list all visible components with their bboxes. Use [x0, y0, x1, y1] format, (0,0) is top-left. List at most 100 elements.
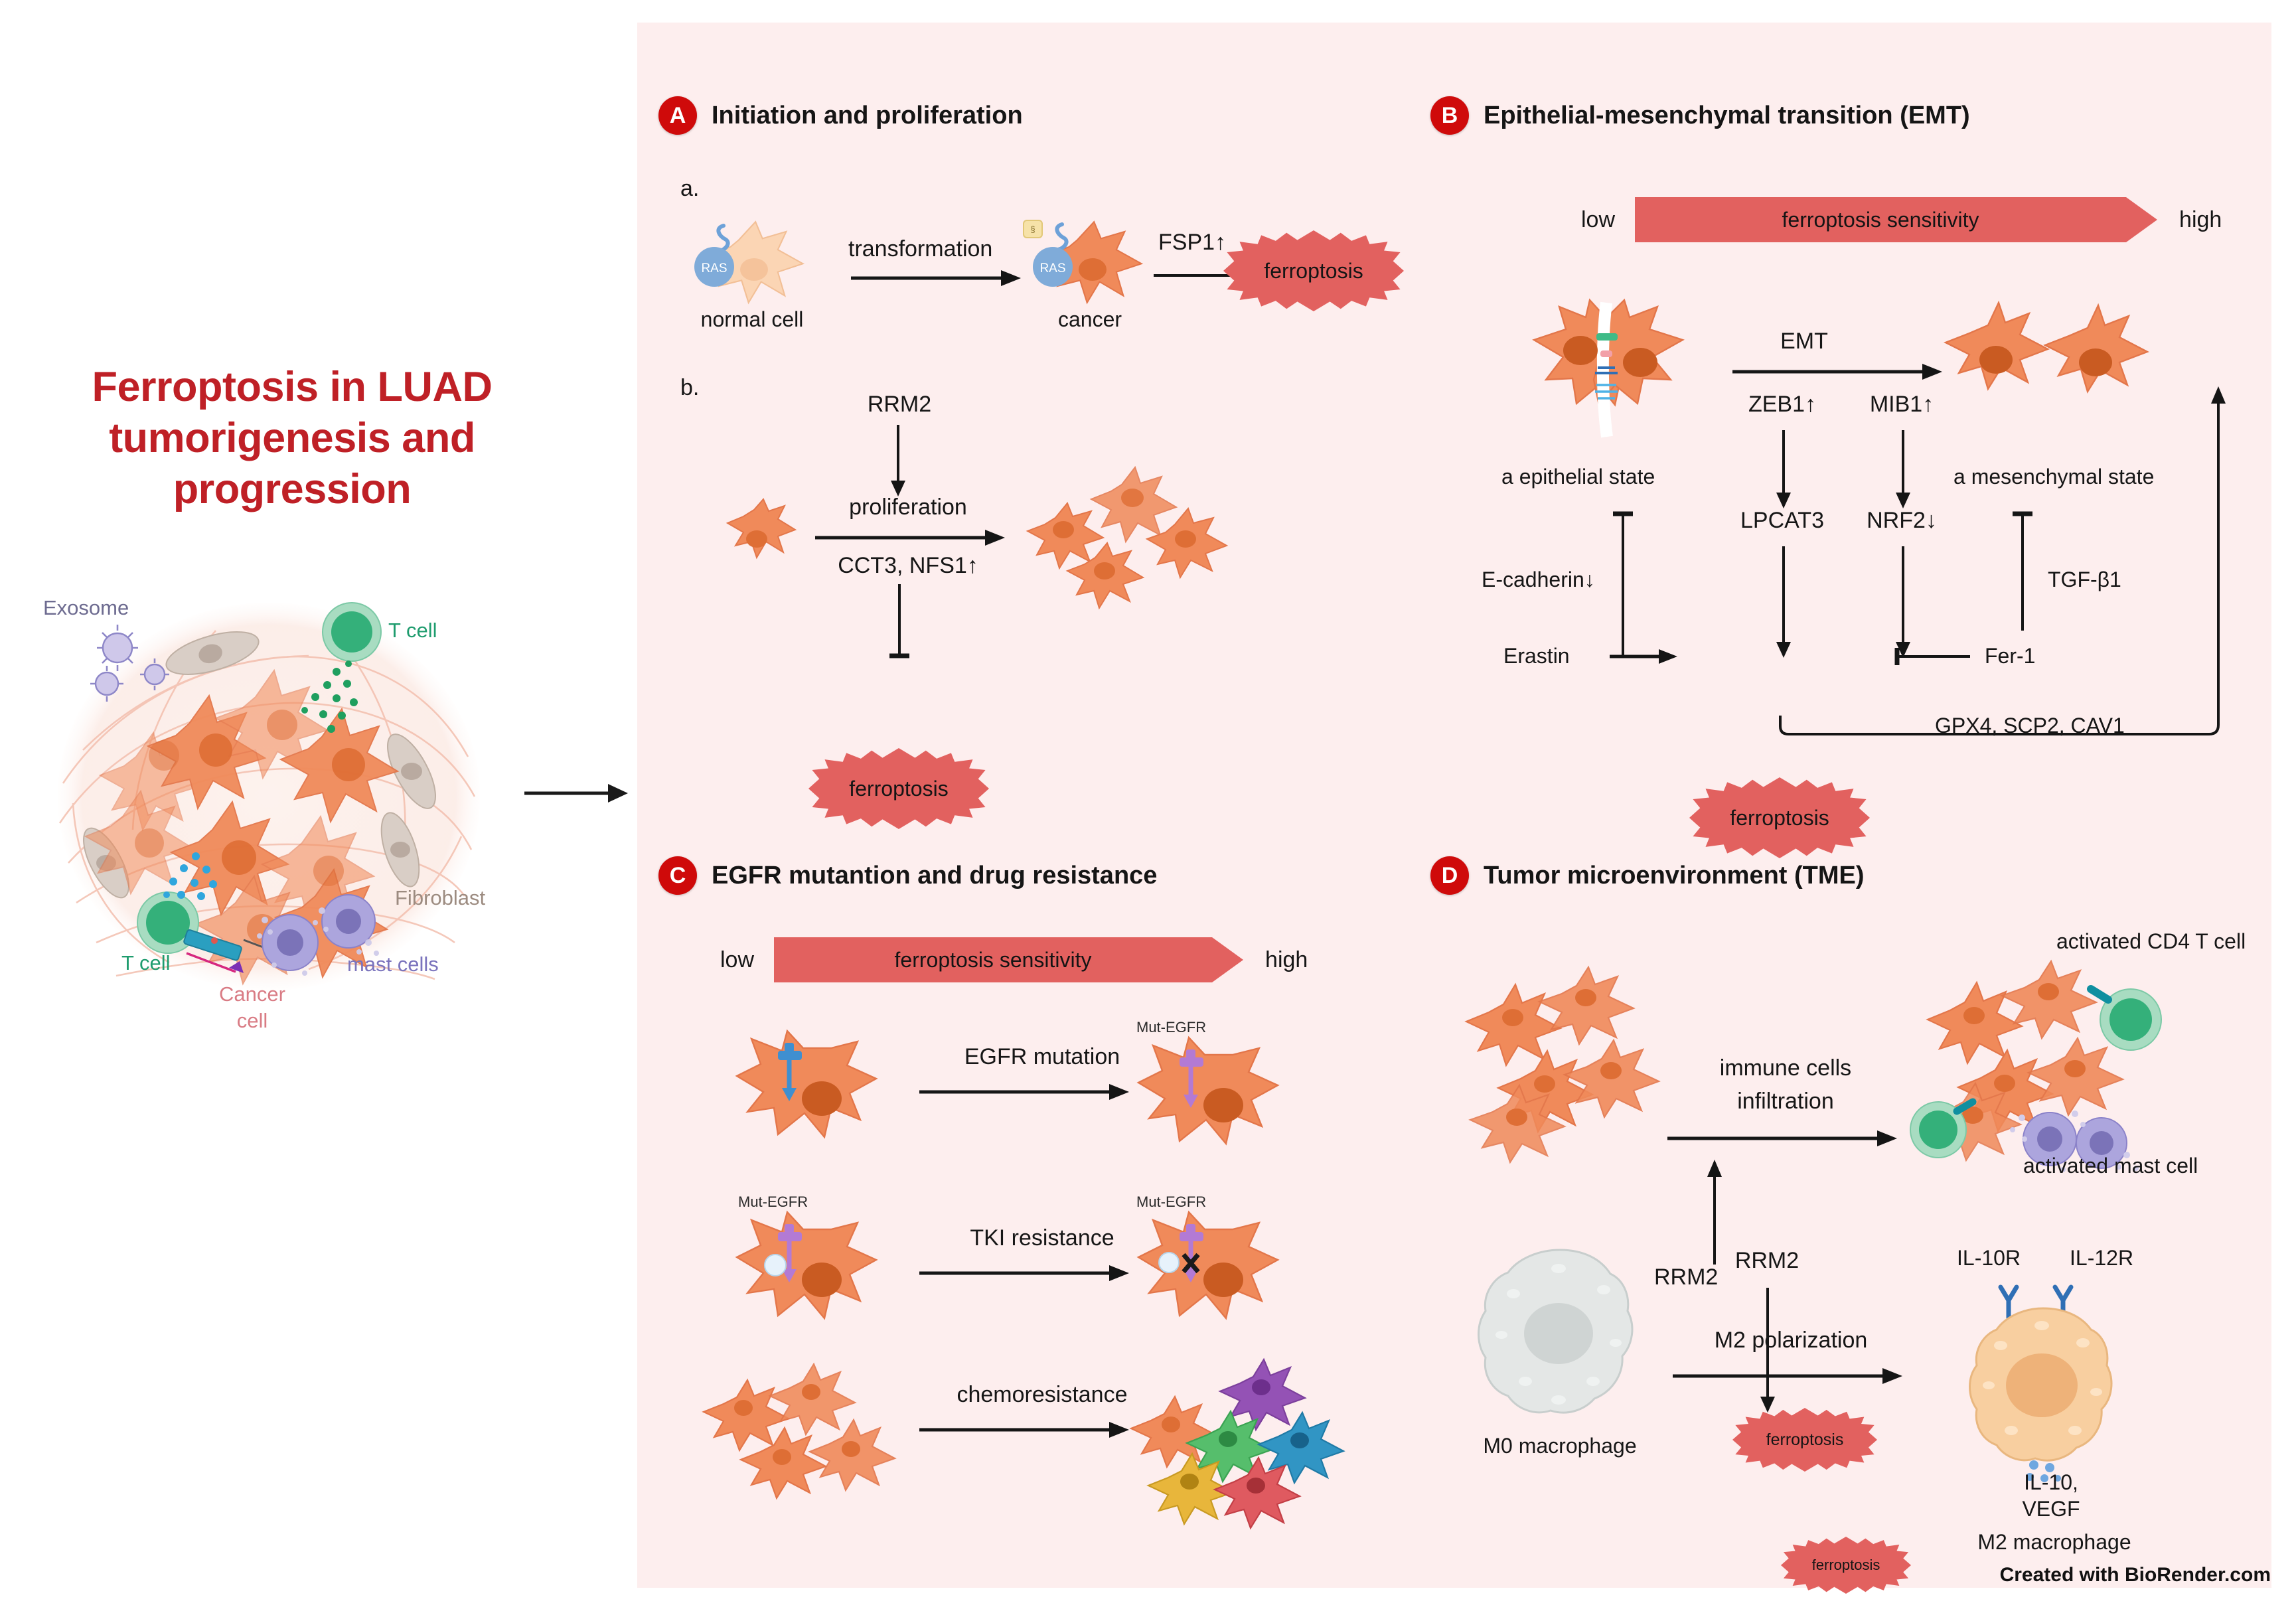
tumor-label-t-cell-top: T cell: [388, 619, 437, 642]
panel-c-sensitivity-bar: ferroptosis sensitivity: [774, 937, 1244, 982]
tumor-label-fibroblast: Fibroblast: [395, 886, 486, 909]
tme-tumor-cluster-after: [1910, 956, 2190, 1175]
gap-junction-marker: [1595, 384, 1618, 400]
rrm2-label-a: RRM2: [867, 392, 932, 417]
epithelial-state-cell: [1523, 298, 1722, 451]
ferroptosis-burst-emt: ferroptosis: [1689, 777, 1870, 858]
fibroblast-cell: [386, 733, 437, 809]
tki-drug-icon: [1158, 1252, 1180, 1273]
ferroptosis-burst-a: ferroptosis: [1223, 230, 1404, 311]
mut-egfr-label-row2-left: Mut-EGFR: [738, 1193, 808, 1210]
panel-d-header: D Tumor microenvironment (TME): [1430, 856, 1865, 895]
adherens-junction-marker: [1600, 350, 1612, 357]
homogeneous-tumor-cells: [702, 1357, 916, 1510]
panel-a-badge: A: [658, 96, 697, 135]
chemoresistance-arrow: [919, 1420, 1132, 1443]
cancer-cell-label: cancer: [1057, 307, 1122, 331]
erastin-activates-ferroptosis-arrow: [1610, 647, 1679, 669]
il10r-label: IL-10R: [1957, 1246, 2021, 1270]
mut-egfr-receptor-icon: [1180, 1224, 1203, 1282]
panel-c-sensitivity-high: high: [1265, 947, 1308, 972]
m0-macrophage: [1474, 1245, 1646, 1424]
gpx4-scp2-cav1-label: GPX4, SCP2, CAV1: [1935, 714, 2125, 737]
mast-cell: [262, 914, 319, 971]
lpcat3-to-ferroptosis-arrow: [1774, 546, 1794, 662]
figure-title-line-2: tumorigenesis and: [109, 414, 475, 461]
tumor-to-panel-arrow: [524, 782, 631, 808]
immune-infiltration-label-line1: immune cells: [1719, 1055, 1852, 1081]
panel-c-sensitivity-scale: low ferroptosis sensitivity high: [720, 937, 1308, 982]
panel-a-sub-a-label: a.: [680, 176, 700, 201]
fsp1-label: FSP1↑: [1158, 230, 1227, 255]
zeb1-label: ZEB1↑: [1748, 392, 1817, 417]
transformation-arrow-label: transformation: [848, 236, 993, 262]
proliferated-cells: [1022, 458, 1248, 624]
tme-tumor-cluster-before: [1464, 965, 1683, 1165]
epithelial-state-label: a epithelial state: [1501, 465, 1655, 489]
activated-mast-cell: [2023, 1112, 2077, 1166]
tumor-label-cancer-cell-line1: Cancer: [219, 982, 285, 1006]
t-cell-receptor-icon: [1953, 1098, 1977, 1115]
m2-macrophage-label: M2 macrophage: [1977, 1530, 2131, 1554]
exosome-particles: [90, 625, 169, 702]
ferroptosis-label-immune: ferroptosis: [1766, 1430, 1844, 1449]
immune-infiltration-label-line2: infiltration: [1737, 1089, 1834, 1114]
tki-resistant-cell: [1136, 1200, 1311, 1366]
m2-polarization-arrow-label: M2 polarization: [1714, 1328, 1868, 1353]
panel-b-header: B Epithelial-mesenchymal transition (EMT…: [1430, 96, 1970, 135]
e-cadherin-label: E-cadherin↓: [1482, 568, 1595, 591]
nrf2-label: NRF2↓: [1867, 508, 1937, 533]
mib1-to-nrf2-arrow: [1893, 430, 1913, 513]
ras-protein-right: § RAS: [1016, 211, 1102, 302]
panel-b-badge: B: [1430, 96, 1469, 135]
m2-polarization-arrow: [1673, 1366, 1905, 1389]
ferroptosis-burst-macrophage: ferroptosis: [1781, 1537, 1911, 1594]
m2-secretion-line2: VEGF: [2022, 1497, 2080, 1521]
mesenchymal-state-cells: [1944, 299, 2167, 451]
fibroblast-cell: [165, 631, 260, 675]
rrm2-to-m2-arrow: [1758, 1288, 1778, 1417]
m2-secretion-line1: IL-10,: [2024, 1470, 2078, 1494]
ferroptosis-promotes-infiltration-arrow: [1705, 1158, 1724, 1268]
mesenchymal-state-label: a mesenchymal state: [1953, 465, 2155, 489]
figure-title: Ferroptosis in LUAD tumorigenesis and pr…: [46, 362, 538, 515]
t-cell-receptor-icon: [2087, 985, 2112, 1004]
panel-b-title: Epithelial-mesenchymal transition (EMT): [1484, 102, 1970, 129]
cytokine-granules-green: [301, 660, 358, 733]
mast-granules: [2010, 1111, 2139, 1172]
activated-mast-cell: [2076, 1117, 2127, 1169]
tumor-label-cancer-cell-line2: cell: [236, 1009, 268, 1032]
tgfb1-label: TGF-β1: [2048, 568, 2121, 591]
activated-mast-cell-label: activated mast cell: [2023, 1154, 2198, 1178]
tumor-label-mast-cells: mast cells: [347, 953, 439, 976]
single-tumor-cell: [709, 491, 802, 584]
ferroptosis-label-emt: ferroptosis: [1730, 805, 1829, 830]
egfr-receptor-icon: [778, 1043, 802, 1101]
panel-d-title: Tumor microenvironment (TME): [1484, 862, 1865, 889]
tumor-label-exosome: Exosome: [43, 596, 129, 619]
activated-t-cell-lower: [1910, 1098, 1977, 1158]
egfr-mutant-cell: [1136, 1026, 1311, 1191]
tki-sensitive-cell: [735, 1200, 909, 1366]
proliferation-label: proliferation: [849, 495, 967, 520]
desmosome-marker: [1595, 366, 1618, 374]
proliferation-arrow: [815, 528, 1008, 551]
figure-title-line-3: progression: [173, 465, 412, 512]
biorender-credit: Created with BioRender.com: [1999, 1564, 2271, 1586]
figure-title-line-1: Ferroptosis in LUAD: [92, 364, 493, 410]
tgfb1-inhibition-arrow: [2011, 504, 2034, 634]
fibroblast-cell: [380, 812, 420, 887]
ras-protein-left: RAS: [685, 219, 758, 302]
tki-resistance-arrow-label: TKI resistance: [970, 1225, 1114, 1251]
egfr-mutation-arrow: [919, 1082, 1132, 1105]
tight-junction-marker: [1596, 333, 1618, 341]
mib1-label: MIB1↑: [1869, 392, 1934, 417]
zeb1-to-lpcat3-arrow: [1774, 430, 1794, 513]
egfr-mutation-arrow-label: EGFR mutation: [964, 1044, 1120, 1069]
panel-b-sensitivity-label: ferroptosis sensitivity: [1782, 207, 1979, 232]
tki-resistance-arrow: [919, 1263, 1132, 1286]
ras-label-left: RAS: [701, 262, 727, 275]
mut-egfr-receptor-icon: [1180, 1049, 1203, 1108]
mut-egfr-label-row2-right: Mut-EGFR: [1136, 1193, 1207, 1210]
